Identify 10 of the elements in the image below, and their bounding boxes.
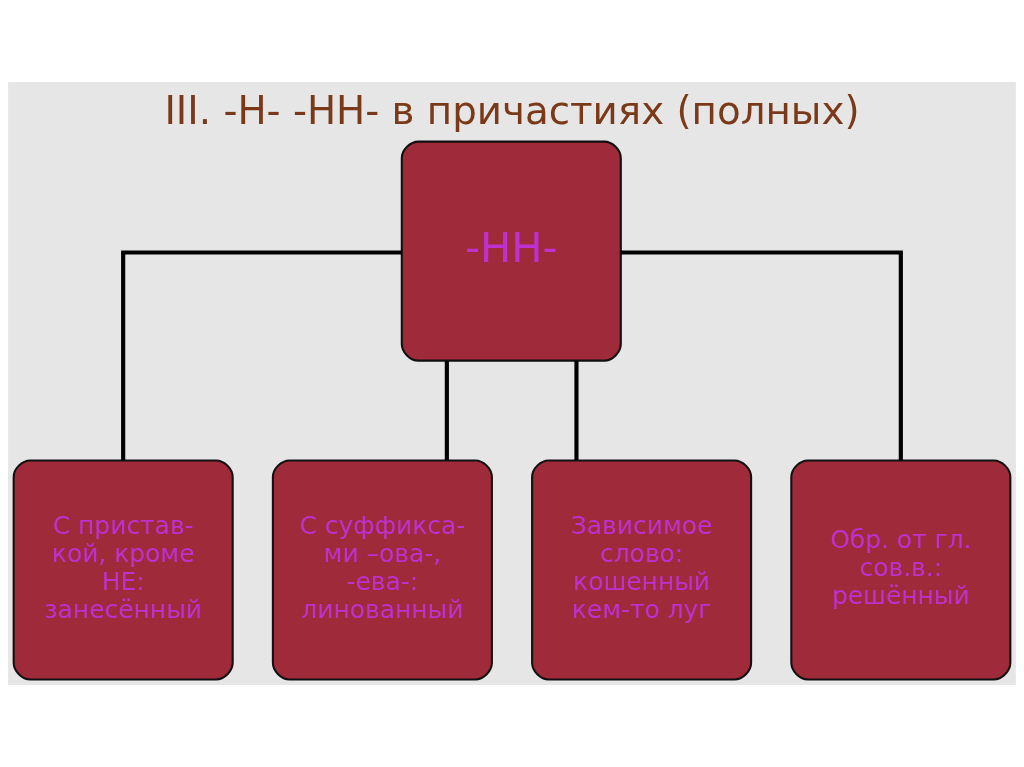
- node-box: -НН-: [400, 140, 622, 362]
- connector: [620, 250, 903, 461]
- node-box: Зависимое слово: кошенный кем-то луг: [531, 459, 753, 681]
- connector: [121, 250, 402, 461]
- node-box: С суффикса- ми –ова-, -ева-: линованный: [271, 459, 493, 681]
- node-box: С пристав- кой, кроме НЕ: занесённый: [12, 459, 234, 681]
- connector: [444, 360, 449, 460]
- connector: [574, 360, 579, 460]
- diagram-title: III. -Н- -НН- в причастиях (полных): [164, 88, 860, 134]
- node-box: Обр. от гл. сов.в.: решённый: [790, 459, 1012, 681]
